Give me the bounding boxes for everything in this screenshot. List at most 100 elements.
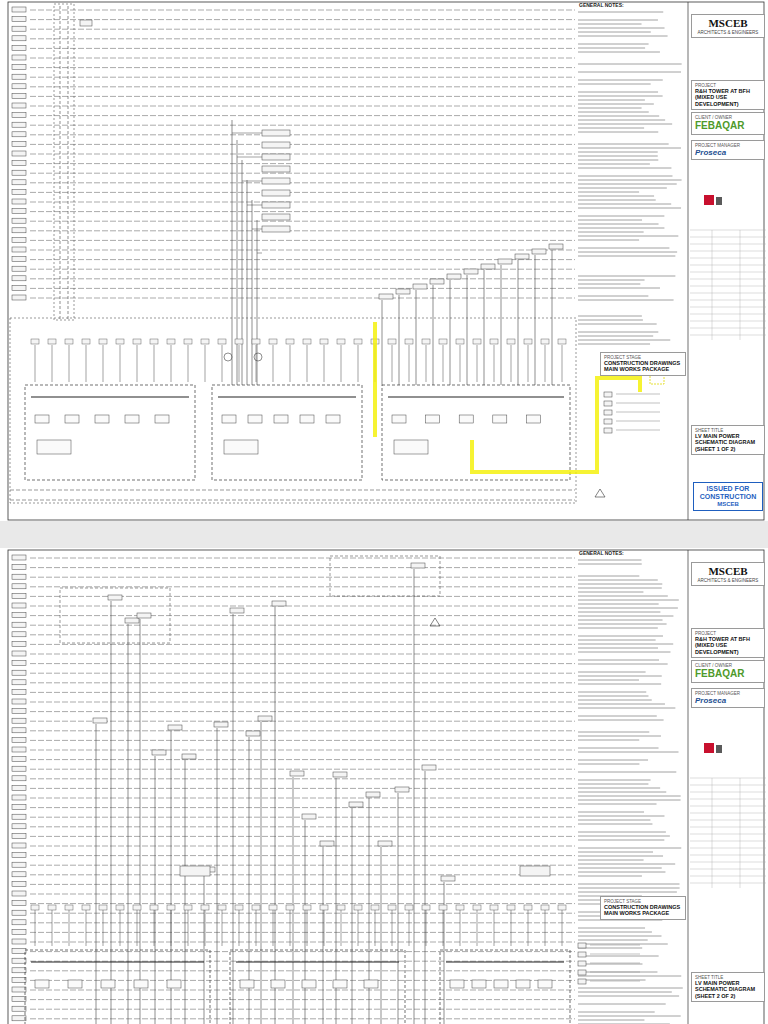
riser-line [305,820,306,1024]
level-tag [12,689,26,694]
transformer-box [37,440,71,454]
note-text-line [578,224,659,225]
feeder-tag [439,905,447,910]
revision-row [690,237,766,238]
feeder-line [69,345,70,382]
riser-tag [262,166,290,172]
feeder-line [392,345,393,382]
feeder-line [562,345,563,382]
revision-row [690,244,766,245]
riser-line [247,180,248,385]
riser-tag [137,613,151,618]
cell-text: MSCEB [697,501,759,508]
floor-level-line [30,903,575,904]
note-text-line [578,616,673,617]
floor-level-line [30,192,575,193]
floor-level-line [30,894,575,895]
level-tag [12,103,26,108]
riser-line [425,771,426,1024]
riser-tag [230,608,244,613]
note-text-line [578,940,648,941]
feeder-tag [269,905,277,910]
revision-row [690,279,766,280]
level-tag [12,920,26,925]
floor-level-line [30,221,575,222]
feeder-tag [473,905,481,910]
note-text-line [578,28,665,29]
cell-heading: MSCEB [695,565,761,578]
floor-level-line [30,106,575,107]
floor-level-line [30,750,575,751]
feeder-tag [252,339,260,344]
legend-symbol [604,419,612,424]
note-text-line [578,876,642,877]
note-text-line [578,956,659,957]
riser-line [352,808,353,1024]
logo-mark [716,745,722,753]
sheet [8,2,766,520]
cell-text: FEBAQAR [695,668,761,680]
cell-text: CONSTRUCTION DRAWINGS MAIN WORKS PACKAGE [604,360,682,373]
floor-level-line [30,1009,575,1010]
floor-level-line [30,182,575,183]
riser-line [450,280,451,385]
cell-text: ARCHITECTS & ENGINEERS [695,30,761,35]
note-text-line [578,104,654,105]
note-text-line [578,296,648,297]
note-text-line [578,320,643,321]
note-text-line [578,856,663,857]
switchboard-outline [212,385,362,480]
riser-line [96,724,97,1024]
feeder-line [120,910,121,946]
floor-level-line [30,769,575,770]
floor-level-line [30,77,575,78]
revision-row [690,314,766,315]
note-text-line [578,820,650,821]
feeder-tag [150,905,158,910]
level-tag [12,151,26,156]
note-text-line [578,772,676,773]
revision-col [740,778,741,888]
revision-row [690,258,766,259]
breaker-symbol [300,415,314,423]
note-text-line [578,812,644,813]
level-tag [12,285,26,290]
note-text-line [578,840,664,841]
floor-level-line [30,730,575,731]
busbar [31,961,204,962]
feeder-tag [184,905,192,910]
revision-row [690,813,766,814]
note-text-line [578,236,678,237]
revision-row [690,328,766,329]
riser-line [257,253,262,254]
revision-cloud [10,318,576,503]
feeder-line [409,345,410,382]
level-tag [12,641,26,646]
revision-row [690,834,766,835]
riser-line [369,798,370,1024]
note-text-line [578,752,679,753]
notes-heading: GENERAL NOTES: [578,551,625,557]
riser-line [185,760,186,1024]
riser-line [233,614,234,1024]
riser-tag [395,787,409,792]
floor-level-line [30,298,575,299]
note-text-line [578,180,682,181]
level-tag [12,881,26,886]
cell-heading: PROJECT STAGE [604,899,682,904]
logo-mark [716,197,722,205]
note-text-line [578,884,680,885]
feeder-line [188,345,189,382]
riser-tag [258,716,272,721]
breaker-symbol [493,415,507,423]
feeder-tag [524,905,532,910]
note-text-line [578,992,672,993]
level-tag [12,74,26,79]
floor-level-line [30,586,575,587]
note-text-line [578,872,665,873]
note-text-line [578,48,645,49]
level-tag [12,795,26,800]
note-text-line [578,996,679,997]
riser-line [381,847,382,1024]
floor-level-line [30,240,575,241]
